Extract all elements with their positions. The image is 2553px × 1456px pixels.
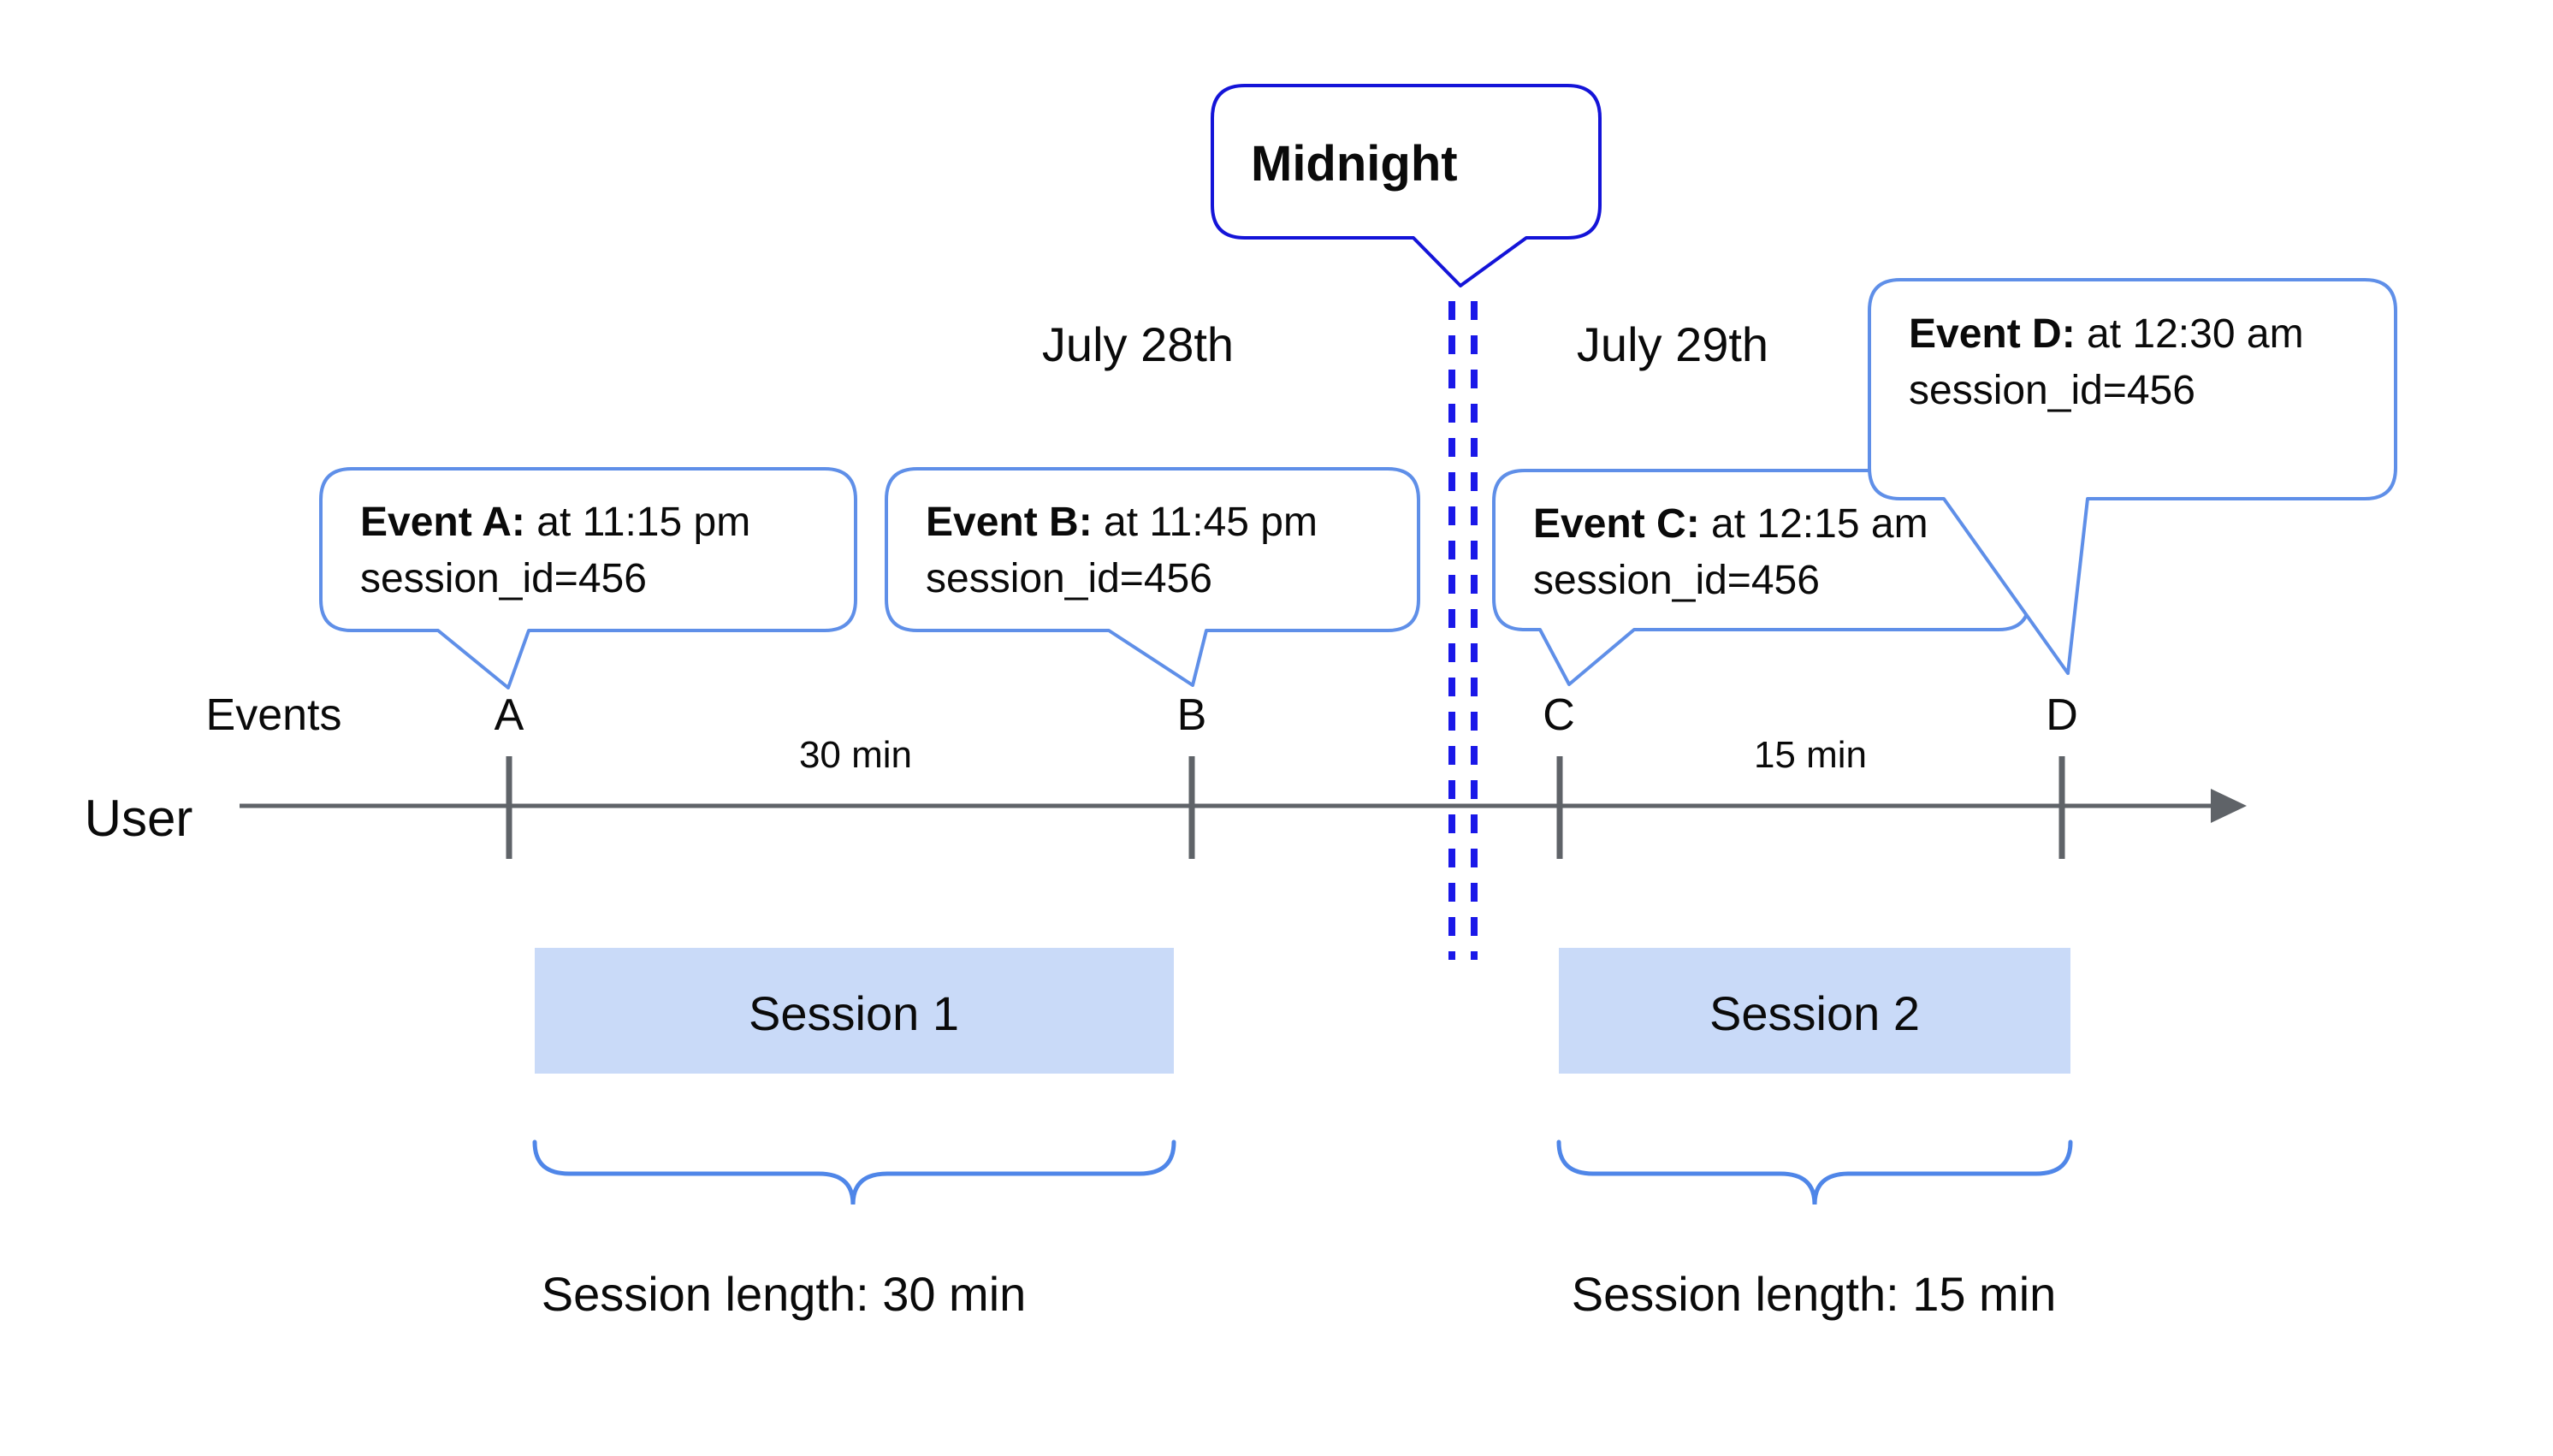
event-b-title: Event B: (926, 500, 1093, 545)
event-b-bubble (885, 467, 1420, 687)
event-a-bubble-text: Event A: at 11:15 pm session_id=456 (360, 494, 750, 607)
session-1-brace (532, 1139, 1176, 1205)
event-c-bubble-text: Event C: at 12:15 am session_id=456 (1533, 496, 1928, 609)
event-d-bubble (1868, 278, 2397, 675)
event-a-bubble (319, 467, 857, 690)
event-b-time: at 11:45 pm (1104, 500, 1318, 545)
session-1-box (535, 948, 1174, 1074)
session-1-label: Session 1 (749, 986, 959, 1040)
timeline-arrowhead-icon (2211, 789, 2247, 823)
event-d-time: at 12:30 am (2087, 311, 2304, 357)
gap-label-30min: 30 min (798, 734, 913, 776)
session-2-box (1559, 948, 2070, 1074)
event-c-time: at 12:15 am (1711, 501, 1928, 547)
midnight-bubble-label: Midnight (1251, 136, 1458, 192)
tick-label-a: A (494, 690, 524, 740)
event-a-title: Event A: (360, 500, 525, 545)
midnight-bubble (1211, 84, 1602, 287)
event-d-session: session_id=456 (1909, 368, 2195, 413)
date-label-july-28: July 28th (1041, 317, 1235, 371)
tick-label-c: C (1543, 690, 1575, 740)
session-2-label: Session 2 (1709, 986, 1920, 1040)
session-2-brace (1556, 1139, 2073, 1205)
user-axis-label: User (84, 790, 193, 847)
session-2-length-label: Session length: 15 min (1571, 1267, 2057, 1321)
event-a-time: at 11:15 pm (536, 500, 751, 545)
event-d-bubble-text: Event D: at 12:30 am session_id=456 (1909, 306, 2304, 419)
date-label-july-29: July 29th (1576, 317, 1769, 371)
event-b-session: session_id=456 (926, 556, 1212, 601)
event-b-bubble-text: Event B: at 11:45 pm session_id=456 (926, 494, 1318, 607)
event-c-title: Event C: (1533, 501, 1700, 547)
tick-label-d: D (2046, 690, 2078, 740)
gap-label-15min: 15 min (1753, 734, 1868, 776)
event-a-session: session_id=456 (360, 556, 647, 601)
event-c-session: session_id=456 (1533, 558, 1820, 603)
tick-label-b: B (1176, 690, 1207, 740)
session-1-length-label: Session length: 30 min (541, 1267, 1027, 1321)
events-axis-label: Events (205, 690, 342, 740)
event-d-title: Event D: (1909, 311, 2076, 357)
